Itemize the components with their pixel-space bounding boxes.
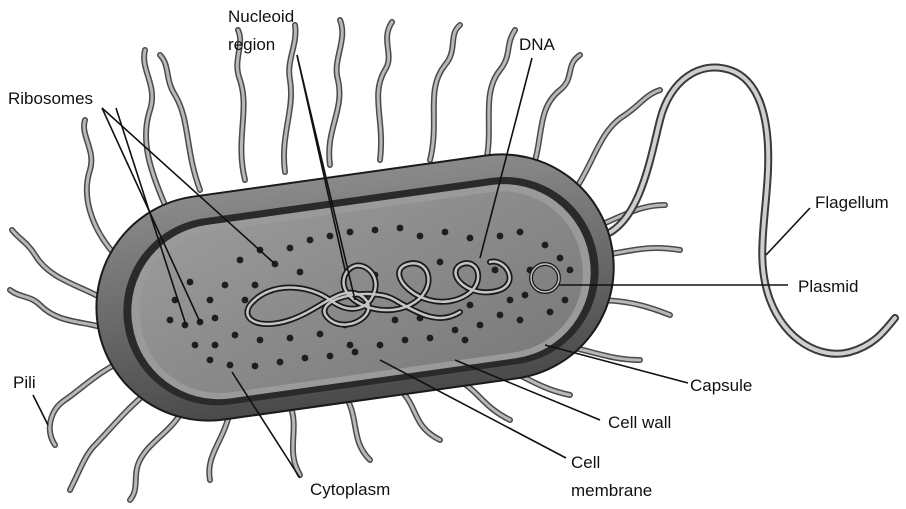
label-cytoplasm: Cytoplasm (310, 480, 390, 499)
leader-capsule (545, 345, 688, 383)
label-plasmid: Plasmid (798, 277, 858, 296)
ribosome-dot (417, 233, 424, 240)
ribosome-dot (317, 331, 324, 338)
ribosome-dot (377, 342, 384, 349)
ribosome-dot (372, 227, 379, 234)
ribosome-dot (252, 282, 259, 289)
ribosome-dot (452, 327, 459, 334)
ribosome-dot (477, 322, 484, 329)
ribosome-dot (327, 353, 334, 360)
ribosome-dot (222, 282, 229, 289)
ribosome-dot (192, 342, 199, 349)
ribosome-dot (547, 309, 554, 316)
ribosome-dot (517, 229, 524, 236)
label-dna: DNA (519, 35, 556, 54)
leader-flagellum (766, 208, 810, 255)
ribosome-dot (467, 235, 474, 242)
pilus (12, 230, 105, 300)
leader-pili (33, 395, 48, 425)
ribosome-dot (207, 297, 214, 304)
ribosome-dot (207, 357, 214, 364)
label-capsule: Capsule (690, 376, 752, 395)
ribosome-dot (307, 237, 314, 244)
label-nucleoid-1: Nucleoid (228, 7, 294, 26)
ribosome-dot (167, 317, 174, 324)
ribosome-dot (277, 359, 284, 366)
ribosome-dot (397, 225, 404, 232)
ribosome-dot (232, 332, 239, 339)
ribosome-dot (352, 349, 359, 356)
ribosome-dot (462, 337, 469, 344)
ribosome-dot (212, 315, 219, 322)
ribosome-dot (492, 267, 499, 274)
ribosome-dot (562, 297, 569, 304)
label-ribosomes: Ribosomes (8, 89, 93, 108)
ribosome-dot (497, 233, 504, 240)
ribosome-dot (437, 259, 444, 266)
label-nucleoid-2: region (228, 35, 275, 54)
ribosome-dot (242, 297, 249, 304)
ribosome-dot (227, 362, 234, 369)
ribosome-dot (427, 335, 434, 342)
label-flagellum: Flagellum (815, 193, 889, 212)
ribosome-dot (402, 337, 409, 344)
ribosome-dot (257, 337, 264, 344)
ribosome-dot (287, 245, 294, 252)
ribosome-dot (542, 242, 549, 249)
ribosome-dot (567, 267, 574, 274)
ribosome-dot (327, 233, 334, 240)
ribosome-dot (297, 269, 304, 276)
ribosome-dot (252, 363, 259, 370)
ribosome-dot (347, 229, 354, 236)
ribosome-dot (287, 335, 294, 342)
ribosome-dot (557, 255, 564, 262)
ribosome-dot (187, 279, 194, 286)
ribosome-dot (467, 302, 474, 309)
ribosome-dot (442, 229, 449, 236)
ribosome-dot (302, 355, 309, 362)
ribosome-dot (497, 312, 504, 319)
label-cell-membrane-2: membrane (571, 481, 652, 500)
label-pili: Pili (13, 373, 36, 392)
label-cell-membrane-1: Cell (571, 453, 600, 472)
ribosome-dot (522, 292, 529, 299)
ribosome-dot (237, 257, 244, 264)
ribosome-dot (392, 317, 399, 324)
label-cell-wall: Cell wall (608, 413, 671, 432)
ribosome-dot (507, 297, 514, 304)
pilus (530, 55, 580, 175)
ribosome-dot (347, 342, 354, 349)
ribosome-dot (517, 317, 524, 324)
ribosome-dot (212, 342, 219, 349)
